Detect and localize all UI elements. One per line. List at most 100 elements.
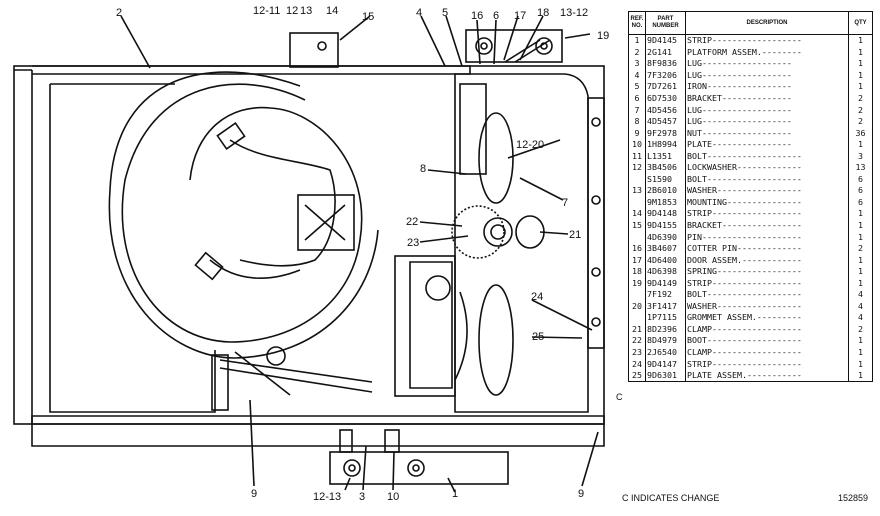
cell-qty: 2 (848, 242, 873, 255)
cell-qty: 1 (848, 358, 873, 370)
cell-ref (628, 312, 646, 324)
callout-14: 14 (326, 5, 338, 17)
cell-qty: 13 (848, 162, 873, 174)
lower-blade (478, 284, 514, 396)
cell-qty: 1 (848, 265, 873, 278)
callout-12-11: 12-11 (253, 5, 280, 17)
callout-17: 17 (514, 10, 526, 22)
center-boot (297, 194, 355, 251)
cell-part: 7F192 (645, 289, 686, 301)
cell-desc: CLAMP------------------ (685, 346, 849, 359)
cell-desc: BOLT------------------- (685, 173, 849, 186)
cell-part: 9D4155 (645, 219, 686, 232)
cell-desc: LUG------------------ (685, 58, 849, 70)
callout-25: 25 (532, 331, 544, 343)
cell-desc: STRIP------------------ (685, 208, 849, 220)
cell-ref: 18 (628, 265, 646, 278)
cell-desc: BOOT------------------- (685, 335, 849, 347)
right-housing (454, 73, 589, 413)
cell-part: 9D4145 (645, 34, 686, 47)
cell-part: 8D4979 (645, 335, 686, 347)
cell-desc: WASHER----------------- (685, 185, 849, 197)
cell-ref: 1 (628, 34, 646, 47)
cell-ref: 3 (628, 58, 646, 70)
callout-15: 15 (362, 11, 374, 23)
cell-part: L1351 (645, 150, 686, 163)
callout-5: 5 (442, 7, 448, 19)
cell-desc: SPRING----------------- (685, 265, 849, 278)
cell-qty: 2 (848, 104, 873, 116)
callout-21: 21 (569, 229, 581, 241)
top-rail (32, 65, 471, 75)
callout-12: 12 (286, 5, 298, 17)
cell-part: 3B4506 (645, 162, 686, 174)
cell-part: 9D4147 (645, 358, 686, 370)
cell-part: 8D2396 (645, 323, 686, 336)
cell-desc: STRIP------------------ (685, 277, 849, 290)
callout-1: 1 (452, 488, 458, 500)
cell-qty: 4 (848, 289, 873, 301)
callout-3: 3 (359, 491, 365, 503)
cell-ref: 6 (628, 92, 646, 105)
cell-qty: 4 (848, 312, 873, 324)
cell-ref: 13 (628, 185, 646, 197)
cell-qty: 3 (848, 150, 873, 163)
cell-part: S1590 (645, 173, 686, 186)
cell-ref: 14 (628, 208, 646, 220)
inner-panel (49, 83, 216, 413)
cell-desc: STRIP------------------ (685, 358, 849, 370)
callout-12-13: 12-13 (313, 491, 341, 503)
cell-ref: 4 (628, 69, 646, 82)
cell-desc: LUG------------------ (685, 104, 849, 116)
cell-desc: PLATFORM ASSEM.-------- (685, 46, 849, 59)
cell-qty: 1 (848, 231, 873, 243)
change-legend: C INDICATES CHANGE (622, 493, 720, 503)
cell-part: 2B6010 (645, 185, 686, 197)
callout-19: 19 (597, 30, 609, 42)
cell-desc: WASHER----------------- (685, 300, 849, 313)
upper-blade (478, 112, 514, 204)
cell-ref: 22 (628, 335, 646, 347)
cell-ref: 15 (628, 219, 646, 232)
cell-ref: 8 (628, 115, 646, 128)
header-qty: QTY (848, 11, 873, 35)
cell-desc: PIN-------------------- (685, 231, 849, 243)
cell-qty: 1 (848, 69, 873, 82)
callout-24: 24 (531, 291, 543, 303)
cell-qty: 1 (848, 46, 873, 59)
cell-qty: 1 (848, 335, 873, 347)
cell-part: 9D4149 (645, 277, 686, 290)
callout-10: 10 (387, 491, 399, 503)
bracket-15 (289, 32, 339, 68)
callout-9-right: 9 (578, 488, 584, 500)
cell-qty: 1 (848, 219, 873, 232)
cell-part: 1P7115 (645, 312, 686, 324)
cell-qty: 1 (848, 277, 873, 290)
cell-part: 9D4148 (645, 208, 686, 220)
cell-desc: PLATE ASSEM.----------- (685, 369, 849, 383)
cell-qty: 1 (848, 138, 873, 151)
cell-qty: 1 (848, 254, 873, 266)
cell-ref (628, 173, 646, 186)
platform-frame (13, 65, 605, 425)
cell-desc: BRACKET-------------- (685, 92, 849, 105)
cell-desc: BRACKET---------------- (685, 219, 849, 232)
callout-7: 7 (562, 197, 568, 209)
bottom-rail (31, 415, 605, 447)
callout-22: 22 (406, 216, 418, 228)
cell-ref: 17 (628, 254, 646, 266)
illustration-number: 152859 (838, 493, 869, 503)
cell-part: 4D6400 (645, 254, 686, 266)
cell-ref: 9 (628, 127, 646, 139)
